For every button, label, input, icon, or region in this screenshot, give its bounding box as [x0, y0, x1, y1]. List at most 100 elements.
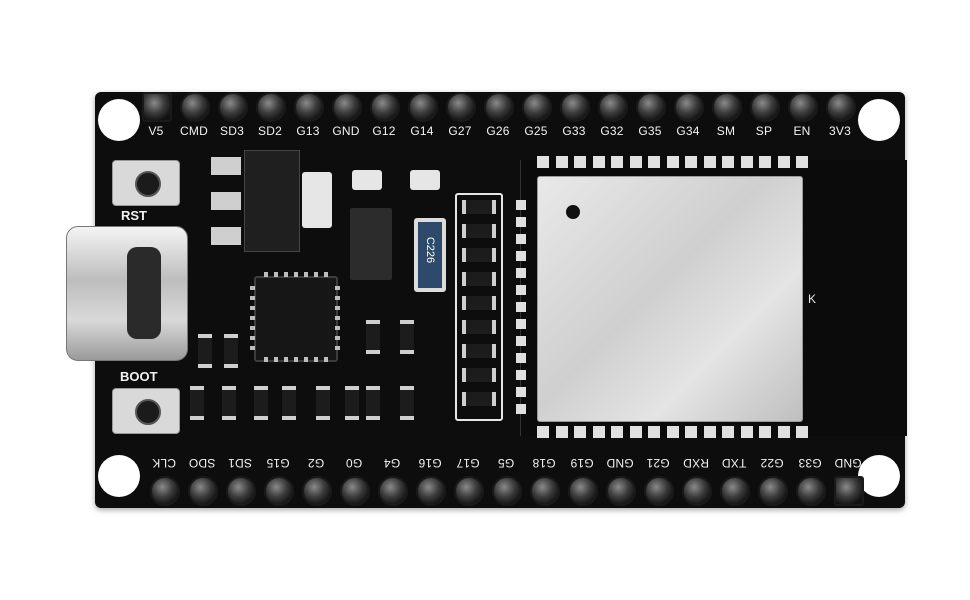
bottom-pin-label: G4: [383, 456, 401, 470]
bottom-pin-header: [0, 476, 970, 516]
bottom-pin: [226, 476, 256, 506]
smd-capacitor: [254, 386, 268, 420]
rst-button[interactable]: [112, 160, 180, 206]
module-pad: [516, 302, 526, 312]
top-pin: [218, 92, 248, 122]
top-pin-label: SD2: [258, 124, 282, 138]
module-pad: [777, 426, 790, 438]
module-pad: [685, 156, 697, 168]
bottom-pin: [416, 476, 446, 506]
resistor: [462, 272, 496, 286]
module-pad: [629, 426, 642, 438]
smd-component: [366, 386, 380, 420]
top-pin-label: SD3: [220, 124, 244, 138]
bottom-pin: [492, 476, 522, 506]
pin1-marker: [566, 205, 580, 219]
module-pad: [703, 156, 716, 168]
top-pin-label: GND: [332, 124, 360, 138]
bottom-pin: [150, 476, 180, 506]
top-pin: [294, 92, 324, 122]
bottom-pin-label: G15: [266, 456, 290, 470]
top-pin: [446, 92, 476, 122]
boot-label: BOOT: [120, 369, 158, 384]
power-inductor: [350, 208, 392, 280]
resistor: [462, 224, 496, 238]
top-pin: [332, 92, 362, 122]
resistor: [462, 200, 496, 214]
rf-shield-can: [537, 176, 803, 422]
top-pin: [370, 92, 400, 122]
top-pin-label: G26: [486, 124, 510, 138]
module-pad: [537, 426, 549, 438]
resistor: [462, 248, 496, 262]
bottom-pin-label: G22: [760, 456, 784, 470]
module-pad: [722, 156, 734, 168]
bottom-pin-label: G16: [418, 456, 442, 470]
bottom-pin: [720, 476, 750, 506]
usb-c-port-opening: [127, 247, 161, 339]
bottom-pin: [644, 476, 674, 506]
bottom-pin: [758, 476, 788, 506]
rst-button-cap: [135, 171, 161, 197]
top-pin-label: G33: [562, 124, 586, 138]
module-pad: [516, 251, 526, 261]
resistor: [462, 296, 496, 310]
top-pin-header: [0, 92, 970, 132]
top-pin: [484, 92, 514, 122]
smd-capacitor: [316, 386, 330, 420]
bottom-pin: [340, 476, 370, 506]
bottom-pin: [378, 476, 408, 506]
bottom-pin: [682, 476, 712, 506]
bottom-pin: [606, 476, 636, 506]
top-pin: [142, 92, 172, 122]
resistor: [462, 392, 496, 406]
bottom-pin: [530, 476, 560, 506]
bottom-pin-label: G5: [497, 456, 515, 470]
top-pin: [750, 92, 780, 122]
module-pad: [555, 426, 568, 438]
module-pad: [759, 156, 771, 168]
mounting-hole-top-left: [98, 99, 140, 141]
capacitor-small-1: [352, 170, 382, 190]
usb-uart-chip: [250, 272, 340, 362]
bottom-pin-label: GND: [606, 456, 634, 470]
bottom-pin-label: GND: [834, 456, 862, 470]
mounting-hole-bottom-left: [98, 455, 140, 497]
module-pad: [629, 156, 642, 168]
bottom-pin-label: G21: [646, 456, 670, 470]
smd-component: [366, 320, 380, 354]
top-pin-label: V5: [148, 124, 164, 138]
module-pad: [740, 156, 753, 168]
resistor: [462, 368, 496, 382]
module-pad: [516, 319, 526, 329]
module-pad: [685, 426, 697, 438]
smd-capacitor: [222, 386, 236, 420]
bottom-pin-label: SD1: [228, 456, 252, 470]
top-pin: [408, 92, 438, 122]
bottom-pin-label: G0: [345, 456, 363, 470]
bottom-pin: [796, 476, 826, 506]
module-pad: [516, 285, 526, 295]
module-pad: [648, 156, 660, 168]
module-pad: [516, 404, 526, 414]
module-pad: [516, 336, 526, 346]
module-pad: [516, 200, 526, 210]
module-pad: [648, 426, 660, 438]
top-pin-label: G14: [410, 124, 434, 138]
top-pin-label: G34: [676, 124, 700, 138]
voltage-regulator: [211, 150, 300, 252]
top-pin-label: G12: [372, 124, 396, 138]
top-pin-label: SM: [716, 124, 736, 138]
module-pad: [516, 370, 526, 380]
usb-c-connector: [66, 226, 188, 361]
top-pin-label: G32: [600, 124, 624, 138]
boot-button[interactable]: [112, 388, 180, 434]
module-pad: [516, 268, 526, 278]
rst-label: RST: [121, 208, 147, 223]
bottom-pin: [834, 476, 864, 506]
smd-capacitor: [198, 334, 212, 368]
module-pad: [592, 426, 605, 438]
top-pin-label: G25: [524, 124, 548, 138]
bottom-pin-label: G19: [570, 456, 594, 470]
top-pin: [256, 92, 286, 122]
